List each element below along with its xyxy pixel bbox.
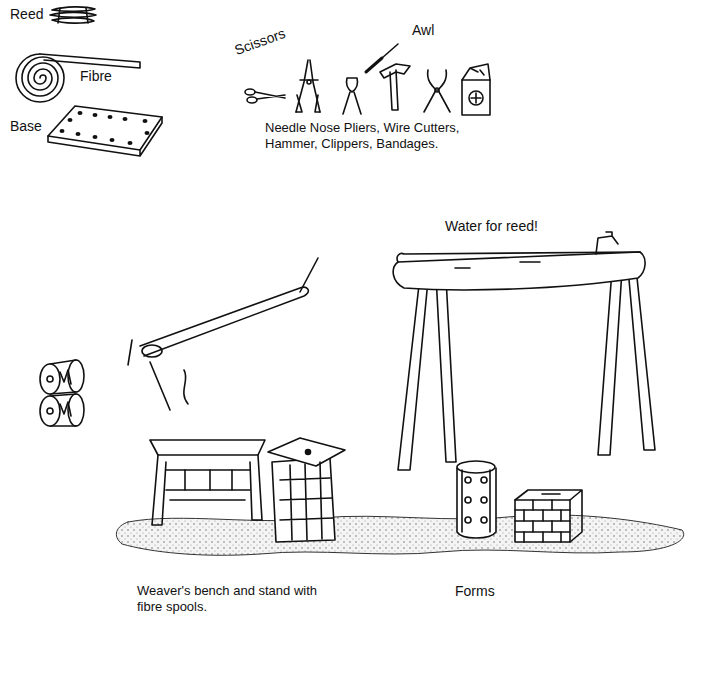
caption-label: Forms (455, 583, 495, 600)
pliers-icon (296, 60, 320, 112)
note-label: Water for reed! (445, 218, 538, 235)
weavers-bench (150, 440, 265, 525)
fibre-spool (40, 394, 84, 426)
weavers-stand (128, 258, 318, 410)
weaving-box (268, 438, 345, 542)
base-board (48, 106, 162, 156)
wire-cutters-icon (343, 78, 361, 114)
part-label: Fibre (80, 68, 112, 85)
hammer-icon (380, 64, 410, 110)
fibre-spool (40, 360, 84, 394)
part-label: Reed (10, 6, 43, 23)
bandage-box (462, 64, 490, 115)
water-trough (393, 232, 655, 470)
caption-label: Weaver's bench and stand with fibre spoo… (137, 583, 319, 614)
clippers-icon (424, 70, 450, 112)
scissors-icon (245, 89, 285, 103)
tool-list-note: Needle Nose Pliers, Wire Cutters, Hammer… (265, 120, 497, 151)
fibre-coil (16, 54, 140, 102)
part-label: Base (10, 118, 42, 135)
part-label: Awl (412, 22, 434, 39)
ground-patch (116, 515, 683, 555)
cylinder-form (457, 461, 496, 538)
part-label: Scissors (232, 25, 287, 59)
reed-bundle (50, 7, 96, 23)
brick-form (515, 490, 582, 542)
